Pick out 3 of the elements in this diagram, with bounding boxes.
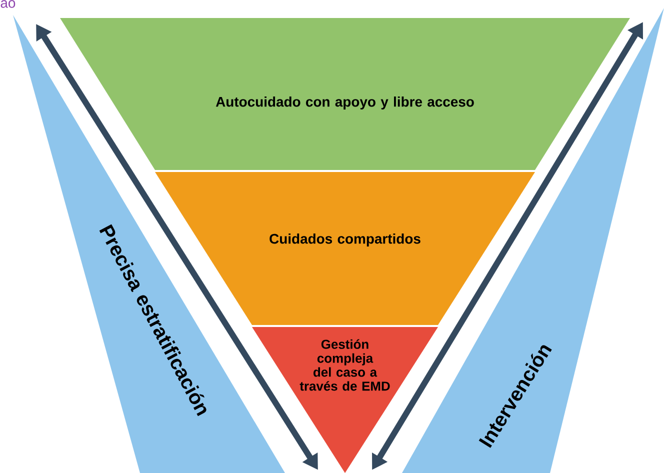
funnel-tip: Gestión compleja del caso a través de EMD <box>252 327 438 473</box>
title-fragment: ao <box>0 0 16 8</box>
funnel-band: Autocuidado con apoyo y libre acceso <box>60 18 630 170</box>
